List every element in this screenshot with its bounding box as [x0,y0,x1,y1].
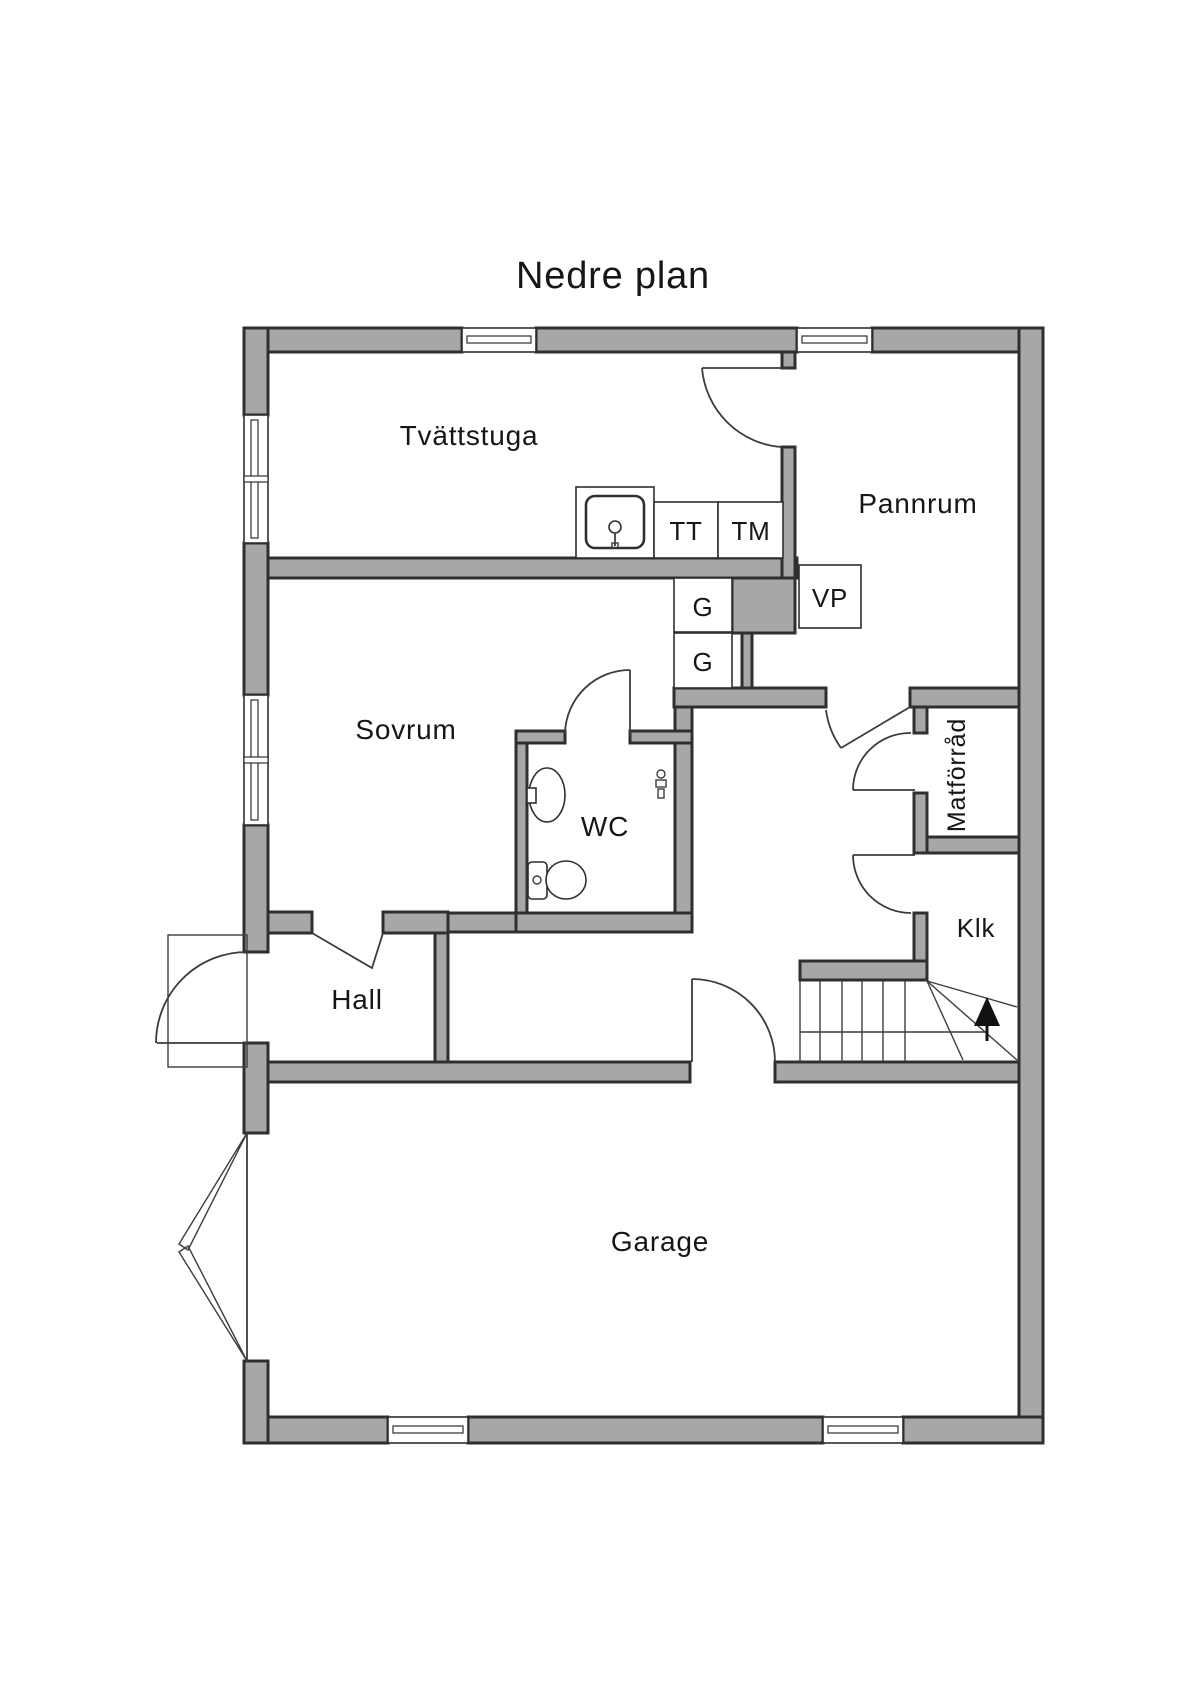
labels: Nedre plan Tvättstuga Pannrum Sovrum WC … [331,255,996,1257]
room-label-klk: Klk [957,913,996,943]
fixture-label-tt: TT [669,516,702,546]
door-wc [564,669,631,735]
room-label-tvattstuga: Tvättstuga [400,420,539,451]
door-sovrum-folding [311,932,384,970]
fixtures [526,486,862,900]
staircase [799,980,1018,1062]
faucet-icon [655,769,667,799]
wardrobe-box-2 [673,632,733,689]
doors [155,367,915,1362]
room-label-pannrum: Pannrum [858,488,977,519]
window-icon [243,414,269,544]
windows [243,327,904,1444]
fixture-label-tm: TM [731,516,770,546]
door-corridor-pannrum [825,706,911,749]
door-tvattstuga-pannrum [701,367,788,448]
fixture-label-g1: G [692,592,713,622]
window-icon [461,327,537,353]
window-icon [387,1416,469,1444]
window-icon [796,327,873,353]
toilet-icon [527,860,587,900]
door-front-entry [155,934,248,1068]
door-corridor-garage [691,978,776,1063]
room-label-sovrum: Sovrum [355,714,456,745]
page-title: Nedre plan [516,255,710,297]
wardrobe-box-1 [673,577,733,633]
tumble-dryer-box [653,501,719,559]
fixture-label-g2: G [692,647,713,677]
washing-machine-box [717,501,784,559]
heat-pump-box [798,564,862,629]
sink-icon [575,486,655,559]
window-icon [822,1416,904,1444]
room-label-hall: Hall [331,984,382,1015]
room-label-matforrad: Matförråd [943,718,971,832]
window-icon [243,694,269,826]
stairs-up-arrow [974,997,1000,1041]
door-klk [852,854,915,914]
fixture-label-vp: VP [812,583,848,613]
washbasin-icon [526,767,566,823]
room-label-wc: WC [581,811,629,842]
door-matforrad [852,732,915,791]
door-garage-double [178,1132,248,1362]
room-label-garage: Garage [611,1226,709,1257]
